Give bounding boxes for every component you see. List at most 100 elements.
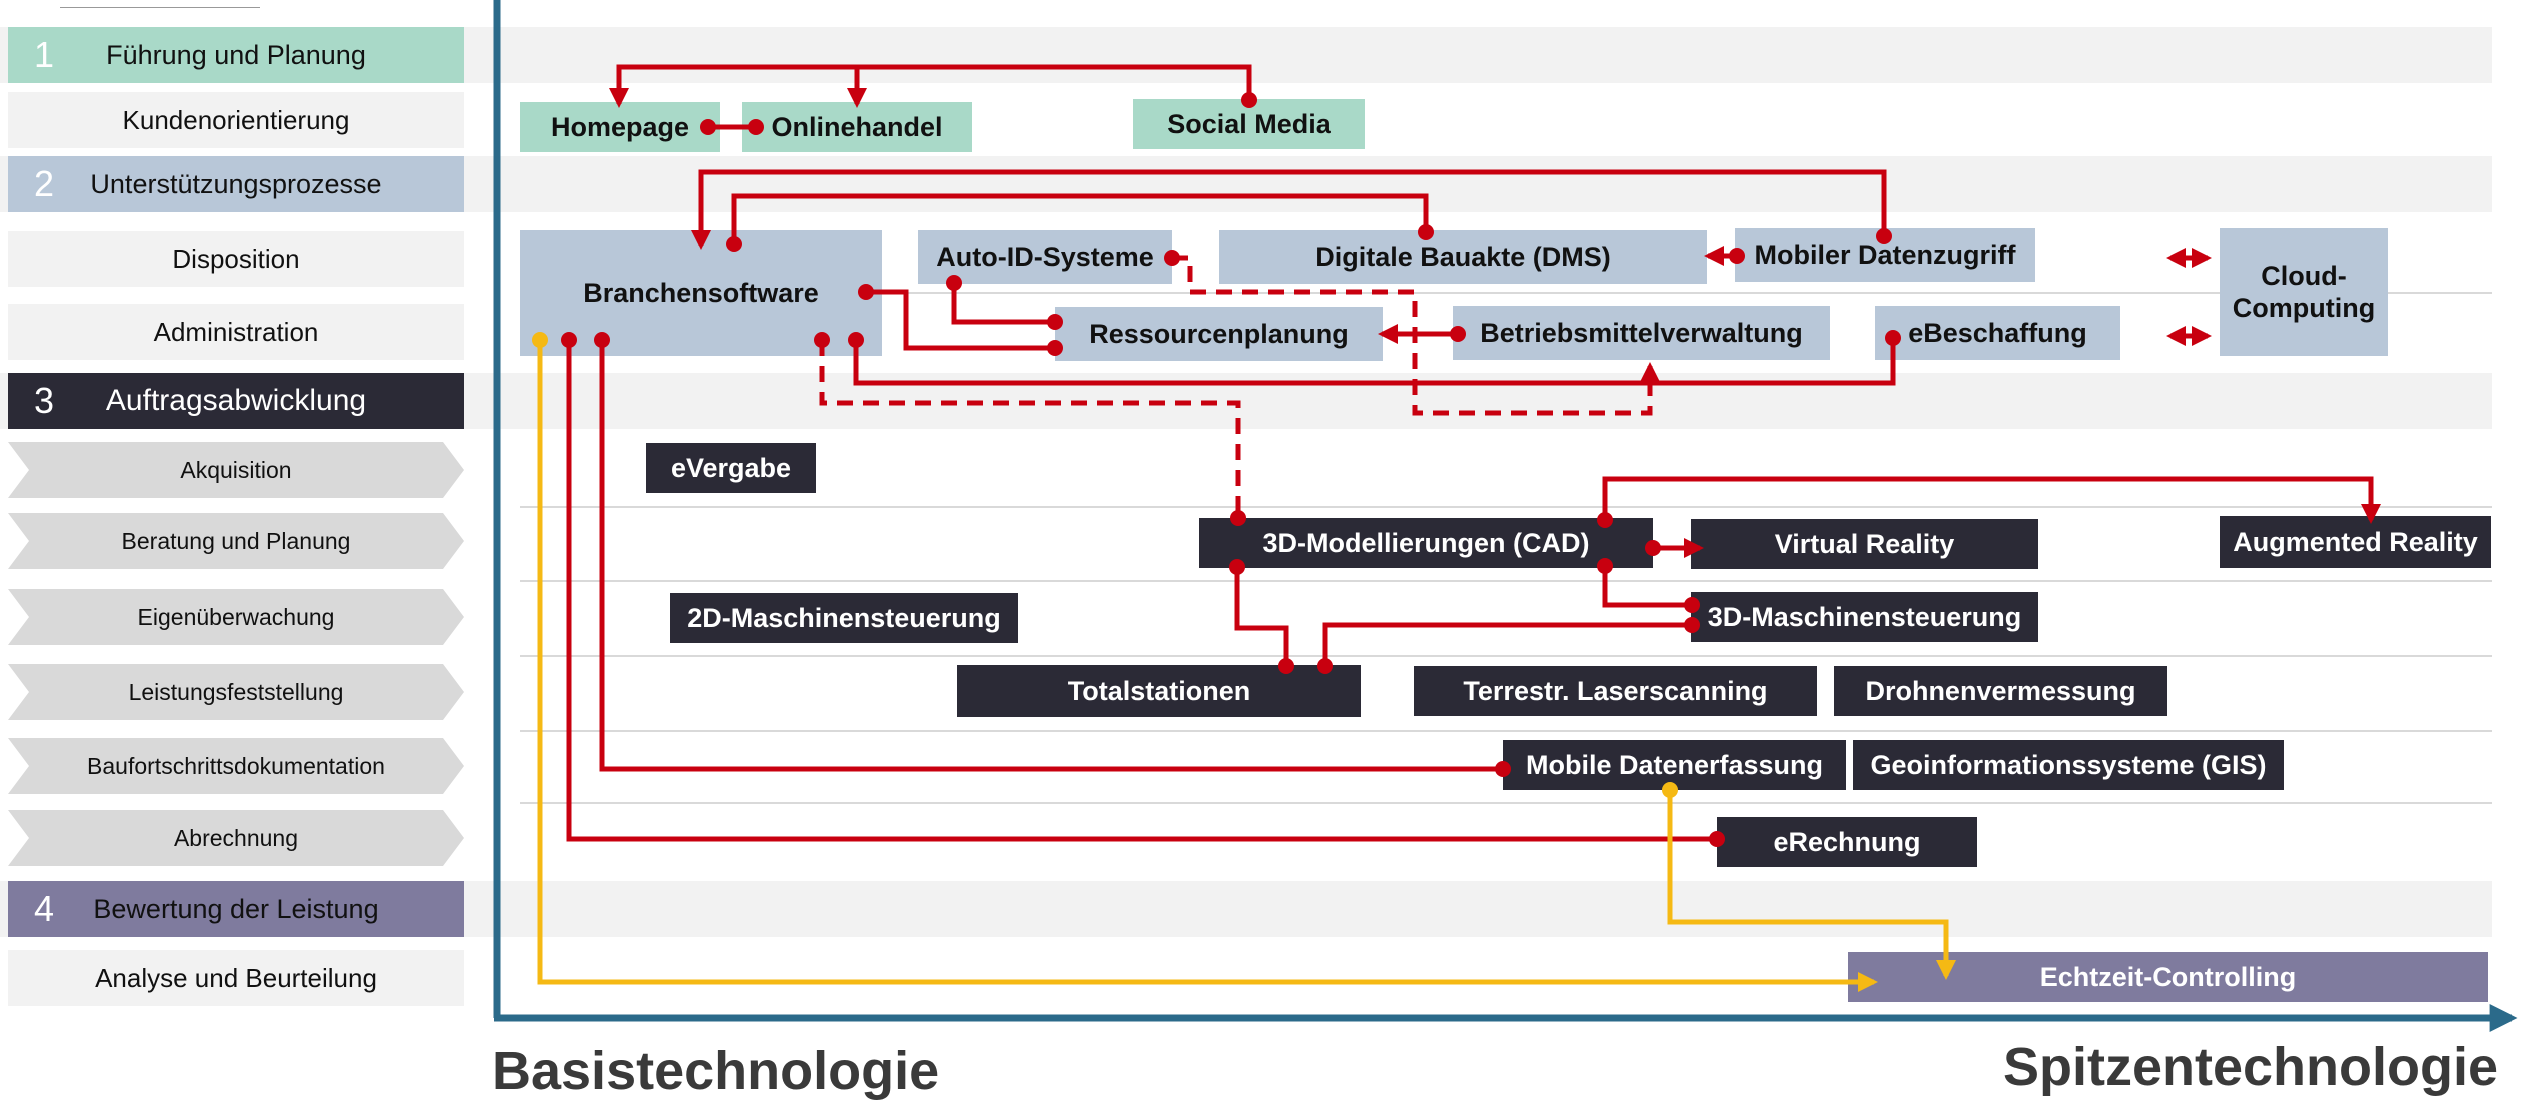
category-number: 3 [34,380,55,421]
connector-dot [748,119,764,135]
connector-dot [1047,314,1063,330]
connector-autoid-ressourcen [951,283,1055,325]
tech-totalstationen: Totalstationen [957,665,1361,717]
cloud-label-2: Computing [2232,293,2376,323]
category-label: Unterstützungsprozesse [90,168,382,199]
connector-social-homepage [609,64,1252,108]
category-2: 2 Unterstützungsprozesse [8,156,464,212]
connector-dot [858,284,874,300]
connector-dot [1495,761,1511,777]
tech-evergabe: eVergabe [646,443,816,493]
category-4: 4 Bewertung der Leistung [8,881,464,937]
connector-yellow-mobile-controlling [1667,790,1956,980]
connector-dot [561,332,577,348]
connector-dot [1317,658,1333,674]
separator [520,802,2492,804]
connector-dot [1645,540,1661,556]
connector-dot-yellow [532,332,548,348]
logo-stub [60,0,260,8]
tech-virtual-reality: Virtual Reality [1691,519,2038,569]
connector-dot [1278,658,1294,674]
connector-dot [1597,512,1613,528]
subcategory-abrechnung: Abrechnung [8,810,464,866]
subcategory-analyse: Analyse und Beurteilung [8,950,464,1006]
tech-cloud-computing: Cloud- Computing [2220,228,2388,356]
axis-label-right: Spitzentechnologie [2002,1037,2498,1097]
tech-2d-maschinensteuerung: 2D-Maschinensteuerung [670,593,1018,643]
tech-digitale-bauakte: Digitale Bauakte (DMS) [1219,230,1707,284]
connector-yellow-branchensoftware-controlling [537,340,1878,992]
category-1: 1 Führung und Planung [8,27,464,83]
separator [520,730,2492,732]
category-3: 3 Auftragsabwicklung [8,373,464,429]
category-label: Auftragsabwicklung [105,384,367,417]
category-label: Bewertung der Leistung [93,893,379,924]
connector-dot [1164,250,1180,266]
tech-3d-maschinensteuerung: 3D-Maschinensteuerung [1691,592,2038,642]
subcategory-baufortschritt: Baufortschrittsdokumentation [8,738,464,794]
tech-gis: Geoinformationssysteme (GIS) [1853,740,2284,790]
connector-dot [1229,559,1245,575]
separator [520,506,2492,508]
connector-dot [1230,510,1246,526]
connector-dot [1241,92,1257,108]
subcategory-beratung: Beratung und Planung [8,513,464,569]
tech-ressourcenplanung: Ressourcenplanung [1055,307,1383,361]
connector-dot [1418,224,1434,240]
connector-branchensoftware-mobile-erfassung [599,340,1503,772]
connector-bauakte-branchensoftware [731,193,1429,244]
connector-dot [1684,597,1700,613]
connector-dot [1709,831,1725,847]
subcategory-leistungsfeststellung: Leistungsfeststellung [8,664,464,720]
subcategory-administration: Administration [8,304,464,360]
connector-dot [1885,330,1901,346]
tech-betriebsmittelverwaltung: Betriebsmittelverwaltung [1453,306,1830,360]
connector-branchensoftware-ressourcen [866,289,1055,351]
connector-mobiler-branchensoftware [691,169,1887,250]
connector-branchensoftware-erechnung [566,340,1717,842]
connector-dot [594,332,610,348]
connector-dot [726,236,742,252]
tech-homepage: Homepage [520,102,720,152]
tech-cad: 3D-Modellierungen (CAD) [1199,518,1653,568]
category-number: 4 [34,888,55,929]
subcategory-disposition: Disposition [8,231,464,287]
cloud-label-1: Cloud- [2261,260,2347,291]
tech-mobile-datenerfassung: Mobile Datenerfassung [1503,740,1846,790]
axis-label-left: Basistechnologie [492,1041,940,1101]
connector-dot [1876,228,1892,244]
connector-dot [814,332,830,348]
connector-dashed-autoid-betriebsmittel [1172,255,1660,416]
connector-dot [848,332,864,348]
subcategory-kundenorientierung: Kundenorientierung [8,92,464,148]
connector-cad-3dms [1602,566,1692,608]
separator [520,292,2492,294]
connector-dashed-branchensoftware-cad [819,340,1241,518]
connector-3dms-totalstationen [1322,622,1692,666]
tech-social-media: Social Media [1133,99,1365,149]
connector-cad-totalstationen [1234,567,1289,666]
connector-dot [946,275,962,291]
tech-augmented-reality: Augmented Reality [2220,516,2491,568]
separator [520,580,2492,582]
connector-dot-yellow [1662,782,1678,798]
connector-dot [1450,326,1466,342]
connector-cad-ar [1602,476,2381,524]
connector-dot [1729,248,1745,264]
connector-dot [700,119,716,135]
tech-auto-id: Auto-ID-Systeme [918,230,1172,284]
connector-dot [1047,340,1063,356]
tech-erechnung: eRechnung [1717,817,1977,867]
tech-ebeschaffung: eBeschaffung [1875,306,2120,360]
category-label: Führung und Planung [106,39,366,70]
separator [520,655,2492,657]
category-number: 1 [34,34,55,75]
category-number: 2 [34,163,55,204]
connector-dot [1684,617,1700,633]
subcategory-eigenueberwachung: Eigenüberwachung [8,589,464,645]
tech-laserscanning: Terrestr. Laserscanning [1414,666,1817,716]
connector-branchensoftware-ebeschaffung [853,338,1896,386]
tech-onlinehandel: Onlinehandel [742,102,972,152]
connector-dot [1597,558,1613,574]
